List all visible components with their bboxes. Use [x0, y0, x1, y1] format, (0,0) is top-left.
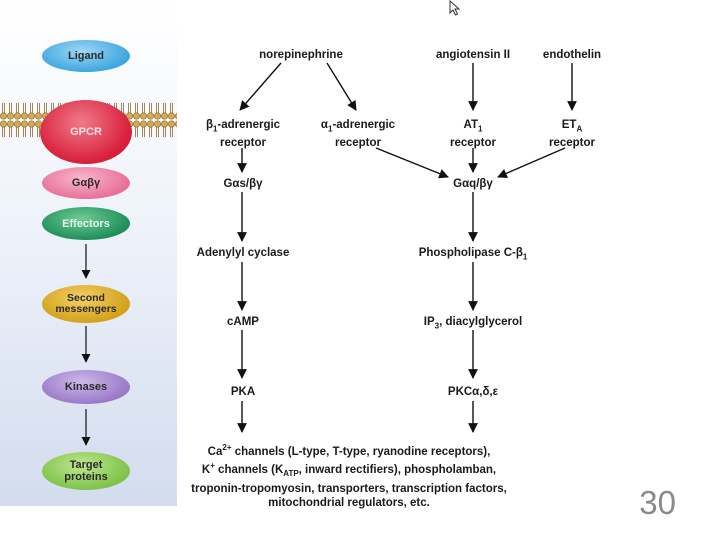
- receptor-eta: ETA receptor: [548, 119, 596, 150]
- ligand-angiotensin: angiotensin II: [435, 49, 511, 61]
- receptor-alpha1-adrenergic: α1-adrenergic receptor: [320, 119, 396, 150]
- arrow-ne-to-a1: [326, 62, 357, 111]
- right-gprotein: Gαq/βγ: [453, 178, 493, 190]
- mouse-cursor-icon: [449, 0, 461, 16]
- ligand-norepinephrine: norepinephrine: [259, 49, 343, 61]
- targets-line-1: Ca2+ channels (L-type, T-type, ryanodine…: [207, 443, 491, 458]
- legend-second-messengers: Second messengers: [42, 285, 130, 323]
- targets-line-3: troponin-tropomyosin, transporters, tran…: [191, 482, 507, 495]
- targets-line-2: K+ channels (KATP, inward rectifiers), p…: [201, 461, 497, 479]
- legend-panel: [0, 0, 177, 506]
- left-kinase: PKA: [230, 386, 256, 398]
- legend-target-proteins: Target proteins: [42, 452, 130, 490]
- right-kinase: PKCα,δ,ε: [447, 386, 499, 398]
- ligand-endothelin: endothelin: [542, 49, 602, 61]
- receptor-at1: AT1 receptor: [449, 119, 497, 150]
- arrow-eta-to-gq: [497, 147, 566, 178]
- right-messenger: IP3, diacylglycerol: [423, 316, 523, 331]
- left-messenger: cAMP: [227, 316, 259, 328]
- slide-number: 30: [639, 484, 676, 521]
- receptor-beta1-adrenergic: β1-adrenergic receptor: [205, 119, 281, 150]
- legend-ligand: Ligand: [42, 40, 130, 72]
- left-effector: Adenylyl cyclase: [196, 247, 290, 259]
- target-proteins-list: Ca2+ channels (L-type, T-type, ryanodine…: [191, 441, 507, 511]
- arrow-ne-to-b1: [239, 62, 282, 111]
- legend-gpcr: GPCR: [40, 100, 132, 164]
- right-effector: Phospholipase C-β1: [418, 247, 528, 262]
- targets-line-4: mitochondrial regulators, etc.: [268, 497, 430, 510]
- left-gprotein: Gαs/βγ: [223, 178, 263, 190]
- arrow-a1-to-gq: [375, 147, 449, 179]
- legend-gabg: Gαβγ: [42, 167, 130, 199]
- legend-kinases: Kinases: [42, 370, 130, 404]
- legend-effectors: Effectors: [42, 207, 130, 240]
